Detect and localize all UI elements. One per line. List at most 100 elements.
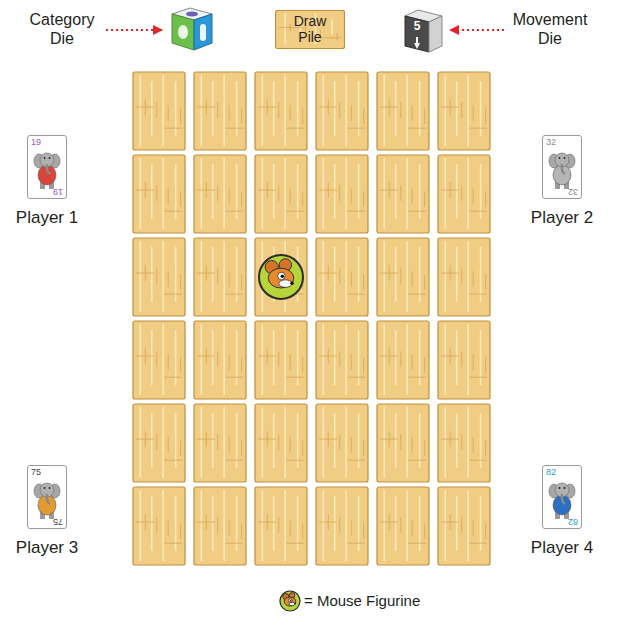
player-card: 7575Player 3	[27, 465, 67, 529]
wood-grain	[441, 190, 459, 191]
wood-grain	[358, 496, 360, 551]
mouse-head	[268, 268, 294, 288]
wood-grain	[297, 330, 299, 385]
face-down-card	[438, 487, 490, 565]
wood-grain	[322, 75, 324, 146]
wood-grain	[461, 434, 462, 450]
face-down-card	[133, 321, 185, 399]
card-back	[316, 487, 368, 565]
wood-grain	[156, 351, 157, 367]
wood-grain	[156, 102, 157, 118]
wood-grain	[302, 357, 303, 373]
wood-grain	[278, 434, 279, 450]
wood-grain	[424, 274, 425, 290]
wood-grain	[236, 164, 238, 219]
wood-grain	[175, 81, 177, 136]
card-back	[377, 321, 429, 399]
wood-grain	[168, 520, 169, 536]
player-card: 1919Player 1	[27, 135, 67, 199]
wood-grain	[461, 517, 462, 533]
wood-grain	[441, 439, 459, 440]
wood-grain	[151, 330, 153, 385]
mouse-snout	[279, 280, 292, 287]
wood-grain	[467, 75, 469, 146]
wood-grain	[236, 247, 238, 302]
wood-grain	[175, 496, 177, 551]
wood-grain	[419, 247, 421, 302]
wood-grain	[456, 247, 458, 302]
wood-grain	[419, 81, 421, 136]
wood-grain	[469, 294, 487, 295]
wood-grain	[302, 523, 303, 539]
wood-grain	[241, 191, 242, 207]
mouse-figurine	[280, 591, 300, 611]
face-down-card	[438, 72, 490, 150]
wood-grain	[290, 105, 291, 121]
wood-grain	[444, 324, 446, 395]
elephant-trunk	[47, 494, 50, 504]
wood-grain	[319, 439, 337, 440]
card-number: 19	[53, 187, 63, 196]
wood-grain	[278, 351, 279, 367]
wood-grain	[139, 490, 141, 561]
wood-grain	[412, 271, 413, 287]
die-face	[172, 14, 194, 50]
card-back	[377, 487, 429, 565]
card-back	[255, 487, 307, 565]
die-arrow	[416, 37, 418, 46]
wood-grain	[480, 164, 482, 219]
wood-grain	[485, 108, 486, 124]
wood-grain	[175, 164, 177, 219]
wood-grain	[297, 413, 299, 468]
wood-grain	[358, 81, 360, 136]
face-down-card	[438, 404, 490, 482]
wood-grain	[212, 330, 214, 385]
wood-grain	[286, 377, 304, 378]
card-back	[438, 321, 490, 399]
elephant-body	[38, 495, 56, 515]
wood-grain	[225, 211, 243, 212]
player-label: Player 1	[16, 208, 78, 228]
wood-grain	[284, 14, 286, 45]
wood-grain	[258, 439, 276, 440]
wood-grain	[180, 523, 181, 539]
wood-grain	[297, 81, 299, 136]
card-back	[194, 155, 246, 233]
wood-grain	[469, 460, 487, 461]
wood-grain	[162, 407, 164, 478]
wood-grain	[136, 356, 154, 357]
wood-grain	[261, 75, 263, 146]
die-face	[405, 16, 429, 52]
wood-grain	[363, 440, 364, 456]
wood-grain	[156, 517, 157, 533]
legend-text: = Mouse Figurine	[304, 592, 420, 610]
card-back	[255, 404, 307, 482]
wood-grain	[383, 324, 385, 395]
figurine-base	[280, 591, 300, 611]
wood-grain	[347, 377, 365, 378]
elephant	[549, 153, 575, 189]
wood-grain	[395, 164, 397, 219]
wood-grain	[319, 190, 337, 191]
wood-grain	[380, 439, 398, 440]
wood-grain	[139, 407, 141, 478]
wood-grain	[175, 247, 177, 302]
wood-grain	[461, 102, 462, 118]
wood-grain	[419, 496, 421, 551]
wood-grain	[480, 330, 482, 385]
wood-grain	[164, 377, 182, 378]
wood-grain	[380, 522, 398, 523]
wood-grain	[419, 164, 421, 219]
wood-grain	[319, 522, 337, 523]
elephant-eye	[564, 487, 566, 489]
wood-grain	[406, 75, 408, 146]
wood-grain	[347, 460, 365, 461]
elephant-eye	[49, 487, 51, 489]
wood-grain	[424, 108, 425, 124]
face-down-card	[377, 321, 429, 399]
wood-grain	[168, 354, 169, 370]
wood-grain	[351, 354, 352, 370]
mouse-snout	[289, 602, 295, 605]
wood-grain	[197, 273, 215, 274]
